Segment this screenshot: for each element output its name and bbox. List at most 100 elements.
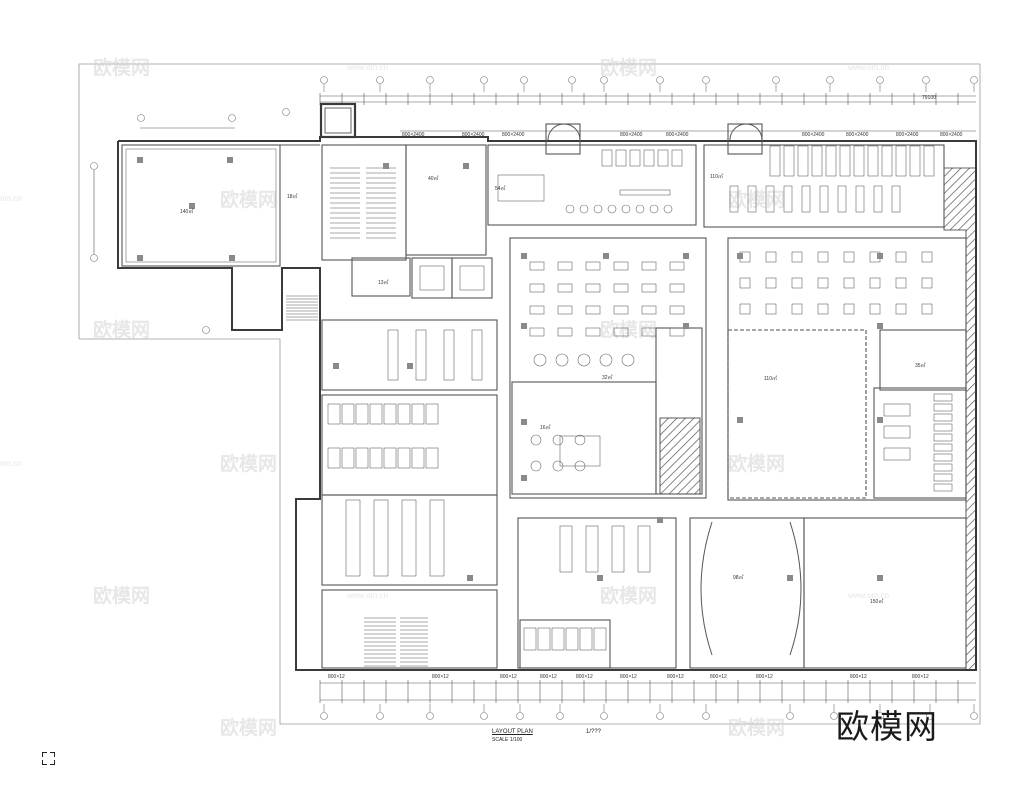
axis-bubble (282, 108, 290, 116)
column (787, 575, 793, 581)
watermark: om.cn (0, 459, 22, 468)
bed (933, 413, 953, 422)
desk (613, 327, 629, 337)
axis-bubble (90, 162, 98, 170)
axis-bubble (426, 712, 434, 720)
column (521, 253, 527, 259)
bed (933, 423, 953, 432)
fullscreen-icon[interactable] (42, 752, 55, 765)
bed (933, 443, 953, 452)
desk (641, 261, 657, 271)
desk (529, 261, 545, 271)
machine (895, 251, 907, 263)
axis-bubble (786, 712, 794, 720)
dim-label: 800×12 (576, 674, 593, 680)
desk (585, 327, 601, 337)
equipment (891, 185, 901, 213)
machine (765, 251, 777, 263)
column (137, 157, 143, 163)
axis-bubble (376, 76, 384, 84)
desk (669, 283, 685, 293)
bed (933, 473, 953, 482)
locker-bank (611, 525, 625, 573)
watermark: 欧模网 (728, 452, 785, 475)
axis-bubble (568, 76, 576, 84)
dim-label: 800×2400 (940, 132, 963, 138)
column (603, 253, 609, 259)
equipment (825, 145, 837, 177)
cubicle (355, 447, 369, 469)
desk (585, 283, 601, 293)
dim-label: 800×12 (500, 674, 517, 680)
cubicle (537, 627, 551, 651)
drawing-scale: SCALE 1/100 (492, 737, 523, 743)
locker-bank (373, 499, 389, 577)
room-area-label: 150㎡ (870, 598, 883, 605)
sheet-frame (78, 63, 981, 725)
machine (817, 303, 829, 315)
dim-label: 800×12 (432, 674, 449, 680)
room-area-label: 40㎡ (428, 175, 439, 182)
bed (933, 453, 953, 462)
table (565, 204, 575, 214)
axis-bubble (600, 712, 608, 720)
watermark: 欧模网 (220, 452, 277, 475)
cubicle (579, 627, 593, 651)
cubicle (593, 627, 607, 651)
room-area-label: 16㎡ (540, 424, 551, 431)
dim-label: 800×12 (912, 674, 929, 680)
dim-label: 800×12 (850, 674, 867, 680)
watermark: 欧模网 (600, 318, 657, 341)
equipment (855, 185, 865, 213)
locker-bank (471, 329, 483, 381)
machine (765, 277, 777, 289)
room-area-label: 35㎡ (915, 362, 926, 369)
room-area-label: 140㎡ (180, 208, 193, 215)
dimension-ticks (319, 93, 959, 703)
column (683, 323, 689, 329)
equipment (615, 149, 627, 167)
watermark: www.om.cn (847, 63, 889, 72)
table (530, 434, 542, 446)
equipment (909, 145, 921, 177)
table (663, 204, 673, 214)
dim-label: 800×12 (710, 674, 727, 680)
axis-bubble (702, 76, 710, 84)
desk (641, 327, 657, 337)
overall-dimension: 79100 (922, 95, 936, 101)
axis-bubble (137, 114, 145, 122)
equipment (797, 145, 809, 177)
stair-left (330, 167, 396, 239)
watermark: om.cn (0, 194, 22, 203)
table (621, 204, 631, 214)
watermark: 欧模网 (93, 584, 150, 607)
column (877, 253, 883, 259)
axis-bubble (516, 712, 524, 720)
column (521, 475, 527, 481)
desk (557, 305, 573, 315)
watermark: 欧模网 (728, 188, 785, 211)
equipment (657, 149, 669, 167)
table (577, 353, 591, 367)
column (227, 157, 233, 163)
column (229, 255, 235, 261)
room-area-label: 110㎡ (764, 375, 777, 382)
axis-bubble (426, 76, 434, 84)
cubicle (425, 447, 439, 469)
column (521, 419, 527, 425)
cubicle (397, 403, 411, 425)
equipment (881, 145, 893, 177)
dim-label: 800×2400 (502, 132, 525, 138)
equipment (867, 145, 879, 177)
locker-bank (345, 499, 361, 577)
axis-bubble (876, 76, 884, 84)
axis-bubble (926, 712, 934, 720)
room-area-label: 98㎡ (733, 574, 744, 581)
cubicle (411, 447, 425, 469)
cubicle (383, 447, 397, 469)
equipment (671, 149, 683, 167)
axis-bubble (922, 76, 930, 84)
bed (933, 463, 953, 472)
locker-bank (429, 499, 445, 577)
